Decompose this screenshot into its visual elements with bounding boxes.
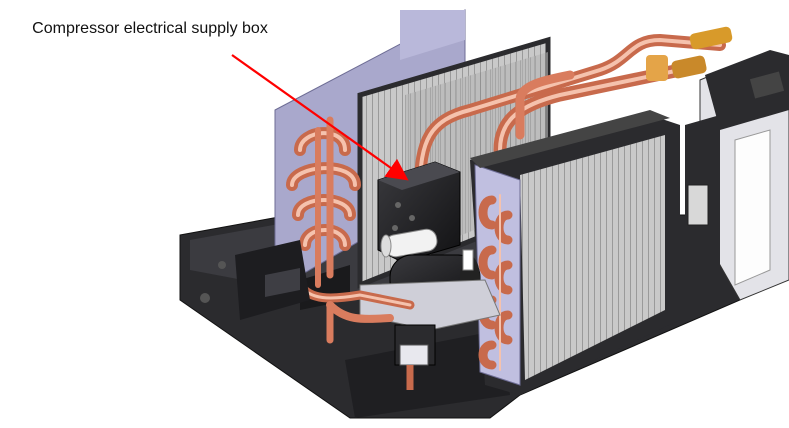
compressor-body: [359, 249, 501, 331]
front-copper-hairpins: [478, 194, 513, 371]
top-copper-piping: [414, 33, 726, 196]
brass-fittings: [646, 26, 733, 81]
front-condenser-coil: [470, 110, 680, 395]
left-channel-bracket: [235, 240, 310, 320]
arrow-icon: [231, 54, 409, 181]
rear-copper-tubes: [286, 116, 361, 288]
start-capacitor: [380, 228, 438, 258]
expansion-valve: [394, 324, 436, 390]
controller-housing: [685, 50, 789, 310]
callout-label: Compressor electrical supply box: [32, 20, 268, 37]
